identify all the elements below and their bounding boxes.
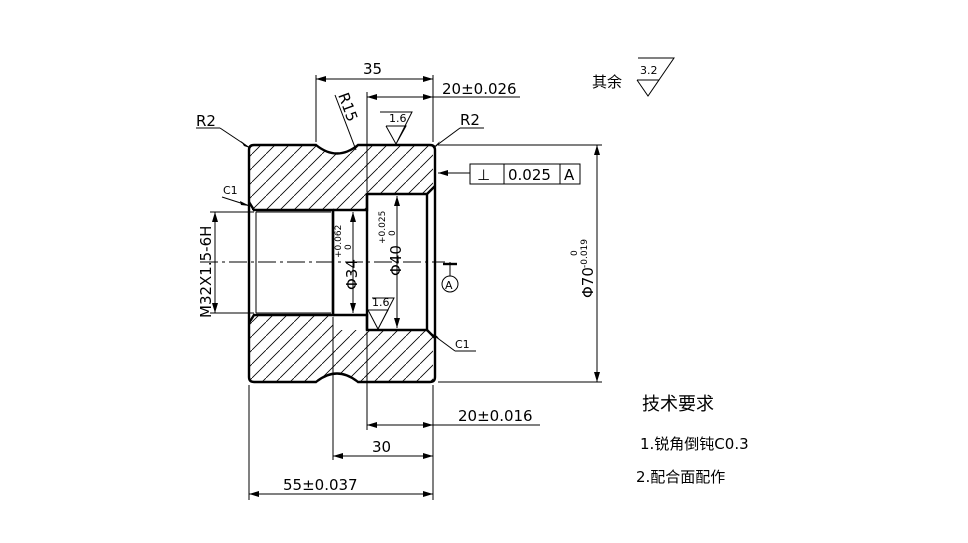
dim-thread: M32X1.5-6H <box>197 226 215 318</box>
dim-bore-40: Φ40 +0.025 0 <box>378 211 405 276</box>
roughness-rest-label: 其余 <box>592 73 622 91</box>
datum-letter: A <box>445 279 453 292</box>
tolerance-value: 0.025 <box>508 166 551 184</box>
roughness-rest-value: 3.2 <box>640 64 658 77</box>
roughness-bore-icon: 1.6 <box>367 296 395 331</box>
dim-top-length: 35 <box>363 60 382 78</box>
dim-bore-40-upper: +0.025 <box>378 211 388 244</box>
roughness-top-icon: 1.6 <box>380 111 413 146</box>
dim-bore-34: Φ34 +0.062 0 <box>334 225 361 290</box>
dimension-lines <box>196 75 602 500</box>
dim-radius-left: R2 <box>196 112 216 130</box>
dim-groove-radius: R15 <box>334 90 361 124</box>
dim-chamfer-right: C1 <box>455 338 470 351</box>
perpendicularity-icon: ⊥ <box>477 166 490 184</box>
technical-requirements: 技术要求 1.锐角倒钝C0.3 2.配合面配作 <box>636 394 749 486</box>
roughness-bore-value: 1.6 <box>372 296 390 309</box>
dim-bore-34-value: Φ34 <box>343 259 361 290</box>
perpendicularity-frame: ⊥ 0.025 A <box>469 163 581 185</box>
datum-marker: A <box>441 275 459 293</box>
dim-bore-34-upper: +0.062 <box>334 225 344 258</box>
roughness-rest-icon: 3.2 其余 <box>592 57 675 97</box>
dim-bore-34-lower: 0 <box>344 244 354 250</box>
dim-outer-70-upper: 0 <box>570 250 580 256</box>
dim-outer-70-lower: -0.019 <box>580 239 590 268</box>
dim-radius-right: R2 <box>460 111 480 129</box>
tech-req-title: 技术要求 <box>642 394 714 415</box>
dim-top-bore-length: 20±0.026 <box>442 80 517 98</box>
arrowheads <box>212 76 600 497</box>
dim-outer-70: Φ70 0 -0.019 <box>570 239 597 298</box>
dim-bore-40-lower: 0 <box>388 230 398 236</box>
dim-outer-70-value: Φ70 <box>579 267 597 298</box>
dim-total-length: 55±0.037 <box>283 476 358 494</box>
tolerance-datum: A <box>564 166 575 184</box>
dim-chamfer-left: C1 <box>223 184 238 197</box>
dim-bottom-bore-length: 20±0.016 <box>458 407 533 425</box>
dim-bottom-step-length: 30 <box>372 438 391 456</box>
tech-req-item: 2.配合面配作 <box>636 468 725 486</box>
tech-req-item: 1.锐角倒钝C0.3 <box>640 435 749 453</box>
roughness-top-value: 1.6 <box>389 112 407 125</box>
section-hatching <box>250 145 433 382</box>
dim-bore-40-value: Φ40 <box>387 245 405 276</box>
